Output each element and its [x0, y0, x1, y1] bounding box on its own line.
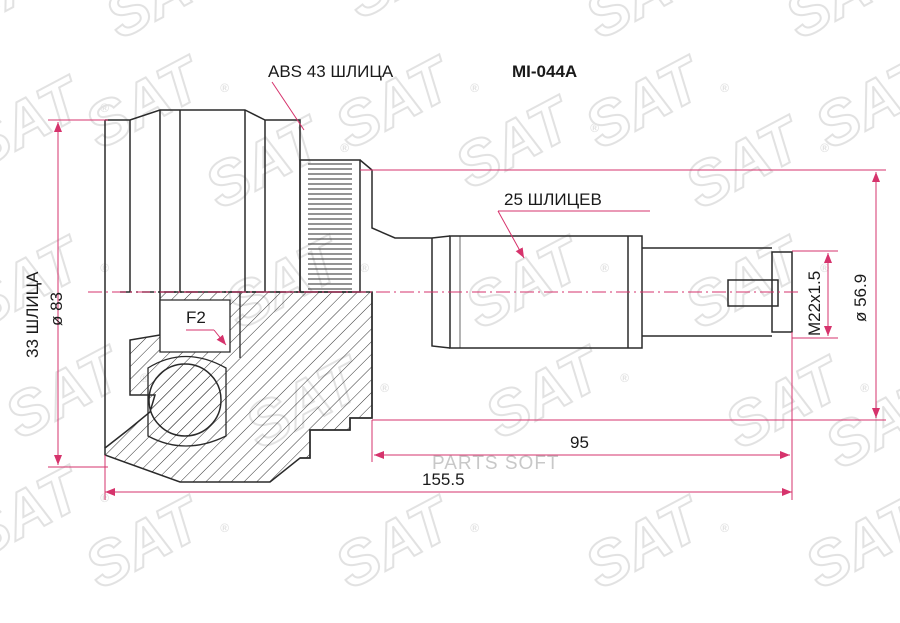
thread-label: M22x1.5 — [805, 271, 824, 336]
sat-logo-watermark: SAT — [574, 483, 716, 602]
outer-diameter-label: ø 83 — [47, 292, 66, 326]
sat-logo-watermark: SAT — [324, 483, 466, 602]
length-95-label: 95 — [570, 433, 589, 452]
sat-logo-watermark: SAT — [474, 333, 616, 452]
shaft-diameter-label: ø 56.9 — [851, 274, 870, 322]
sat-logo-watermark: SAT — [0, 63, 97, 182]
registered-mark: ® — [220, 81, 229, 95]
sat-logo-watermark: SAT — [774, 0, 900, 52]
sat-logo-watermark: SAT — [74, 43, 216, 162]
registered-mark: ® — [220, 521, 229, 535]
shaft-splines-label: 25 ШЛИЦЕВ — [504, 190, 602, 209]
sat-logo-watermark: SAT — [94, 0, 236, 52]
sat-logo-watermark: SAT — [334, 0, 476, 32]
sat-logo-watermark: SAT — [574, 43, 716, 162]
sat-logo-watermark: SAT — [804, 43, 900, 162]
sat-logo-watermark: SAT — [674, 223, 816, 342]
registered-mark: ® — [720, 81, 729, 95]
sat-logo-watermark: SAT — [0, 333, 137, 452]
registered-mark: ® — [380, 381, 389, 395]
cv-joint-section — [104, 291, 373, 483]
registered-mark: ® — [860, 381, 869, 395]
sat-logo-watermark: SAT — [454, 223, 596, 342]
registered-mark: ® — [470, 521, 479, 535]
sat-logo-watermark: SAT — [674, 103, 816, 222]
registered-mark: ® — [340, 141, 349, 155]
dimension-lines — [48, 81, 886, 500]
registered-mark: ® — [600, 261, 609, 275]
registered-mark: ® — [820, 141, 829, 155]
registered-mark: ® — [620, 371, 629, 385]
registered-mark: ® — [100, 101, 109, 115]
registered-mark: ® — [590, 121, 599, 135]
sat-logo-watermark: SAT — [74, 483, 216, 602]
length-total-label: 155.5 — [422, 470, 465, 489]
sat-logo-watermark: SAT — [574, 0, 716, 52]
registered-mark: ® — [360, 261, 369, 275]
f2-label: F2 — [186, 308, 206, 327]
sat-logo-watermark: SAT — [444, 83, 586, 202]
abs-ring-teeth — [308, 163, 352, 290]
abs-splines-label: ABS 43 ШЛИЦА — [268, 62, 394, 81]
sat-logo-watermark: SAT — [794, 483, 900, 602]
part-code: MI-044A — [512, 62, 577, 81]
sat-logo-watermark: SAT — [0, 0, 87, 42]
registered-mark: ® — [470, 81, 479, 95]
outer-splines-label: 33 ШЛИЦА — [23, 271, 42, 358]
parts-soft-watermark: PARTS SOFT — [432, 453, 560, 474]
registered-mark: ® — [720, 521, 729, 535]
